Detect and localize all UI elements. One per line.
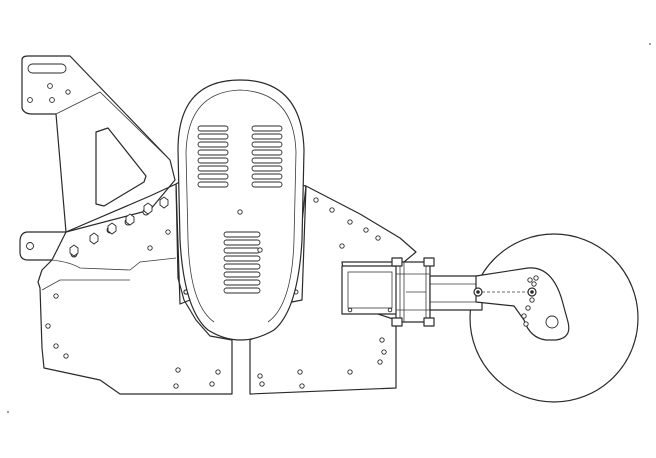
vent-slot	[251, 157, 283, 164]
vent-slot	[197, 181, 229, 188]
vent-slot	[223, 279, 261, 286]
vent-slots-right	[251, 125, 283, 188]
vent-slot	[197, 165, 229, 172]
telescoping-arm	[429, 267, 570, 341]
vent-slot	[223, 239, 261, 246]
vent-slot	[197, 133, 229, 140]
hex-nut-row	[69, 196, 169, 257]
vent-slot	[251, 125, 283, 132]
vent-slots-left	[197, 125, 229, 188]
vent-slot	[197, 173, 229, 180]
vent-slot	[197, 157, 229, 164]
vent-slot	[223, 255, 261, 262]
vent-slot	[197, 149, 229, 156]
vent-slot	[197, 125, 229, 132]
vent-slot	[223, 247, 261, 254]
axle-hole	[545, 315, 559, 329]
vent-slot	[251, 165, 283, 172]
vent-slot	[223, 287, 261, 294]
triangular-cutout	[95, 127, 147, 207]
left-ear-tab	[19, 231, 67, 261]
square-tube-connector	[341, 265, 399, 315]
vent-slot	[223, 263, 261, 270]
vent-slot	[223, 271, 261, 278]
slot-hole	[27, 63, 67, 74]
vent-slot	[223, 231, 261, 238]
vent-slot	[251, 173, 283, 180]
vent-slot	[251, 181, 283, 188]
vented-seat-cover	[177, 79, 305, 341]
vent-slot	[251, 133, 283, 140]
clamp-assembly	[391, 257, 435, 327]
vent-slot	[197, 141, 229, 148]
vent-slot	[251, 149, 283, 156]
vent-slots-center	[223, 231, 261, 294]
vent-slot	[251, 141, 283, 148]
